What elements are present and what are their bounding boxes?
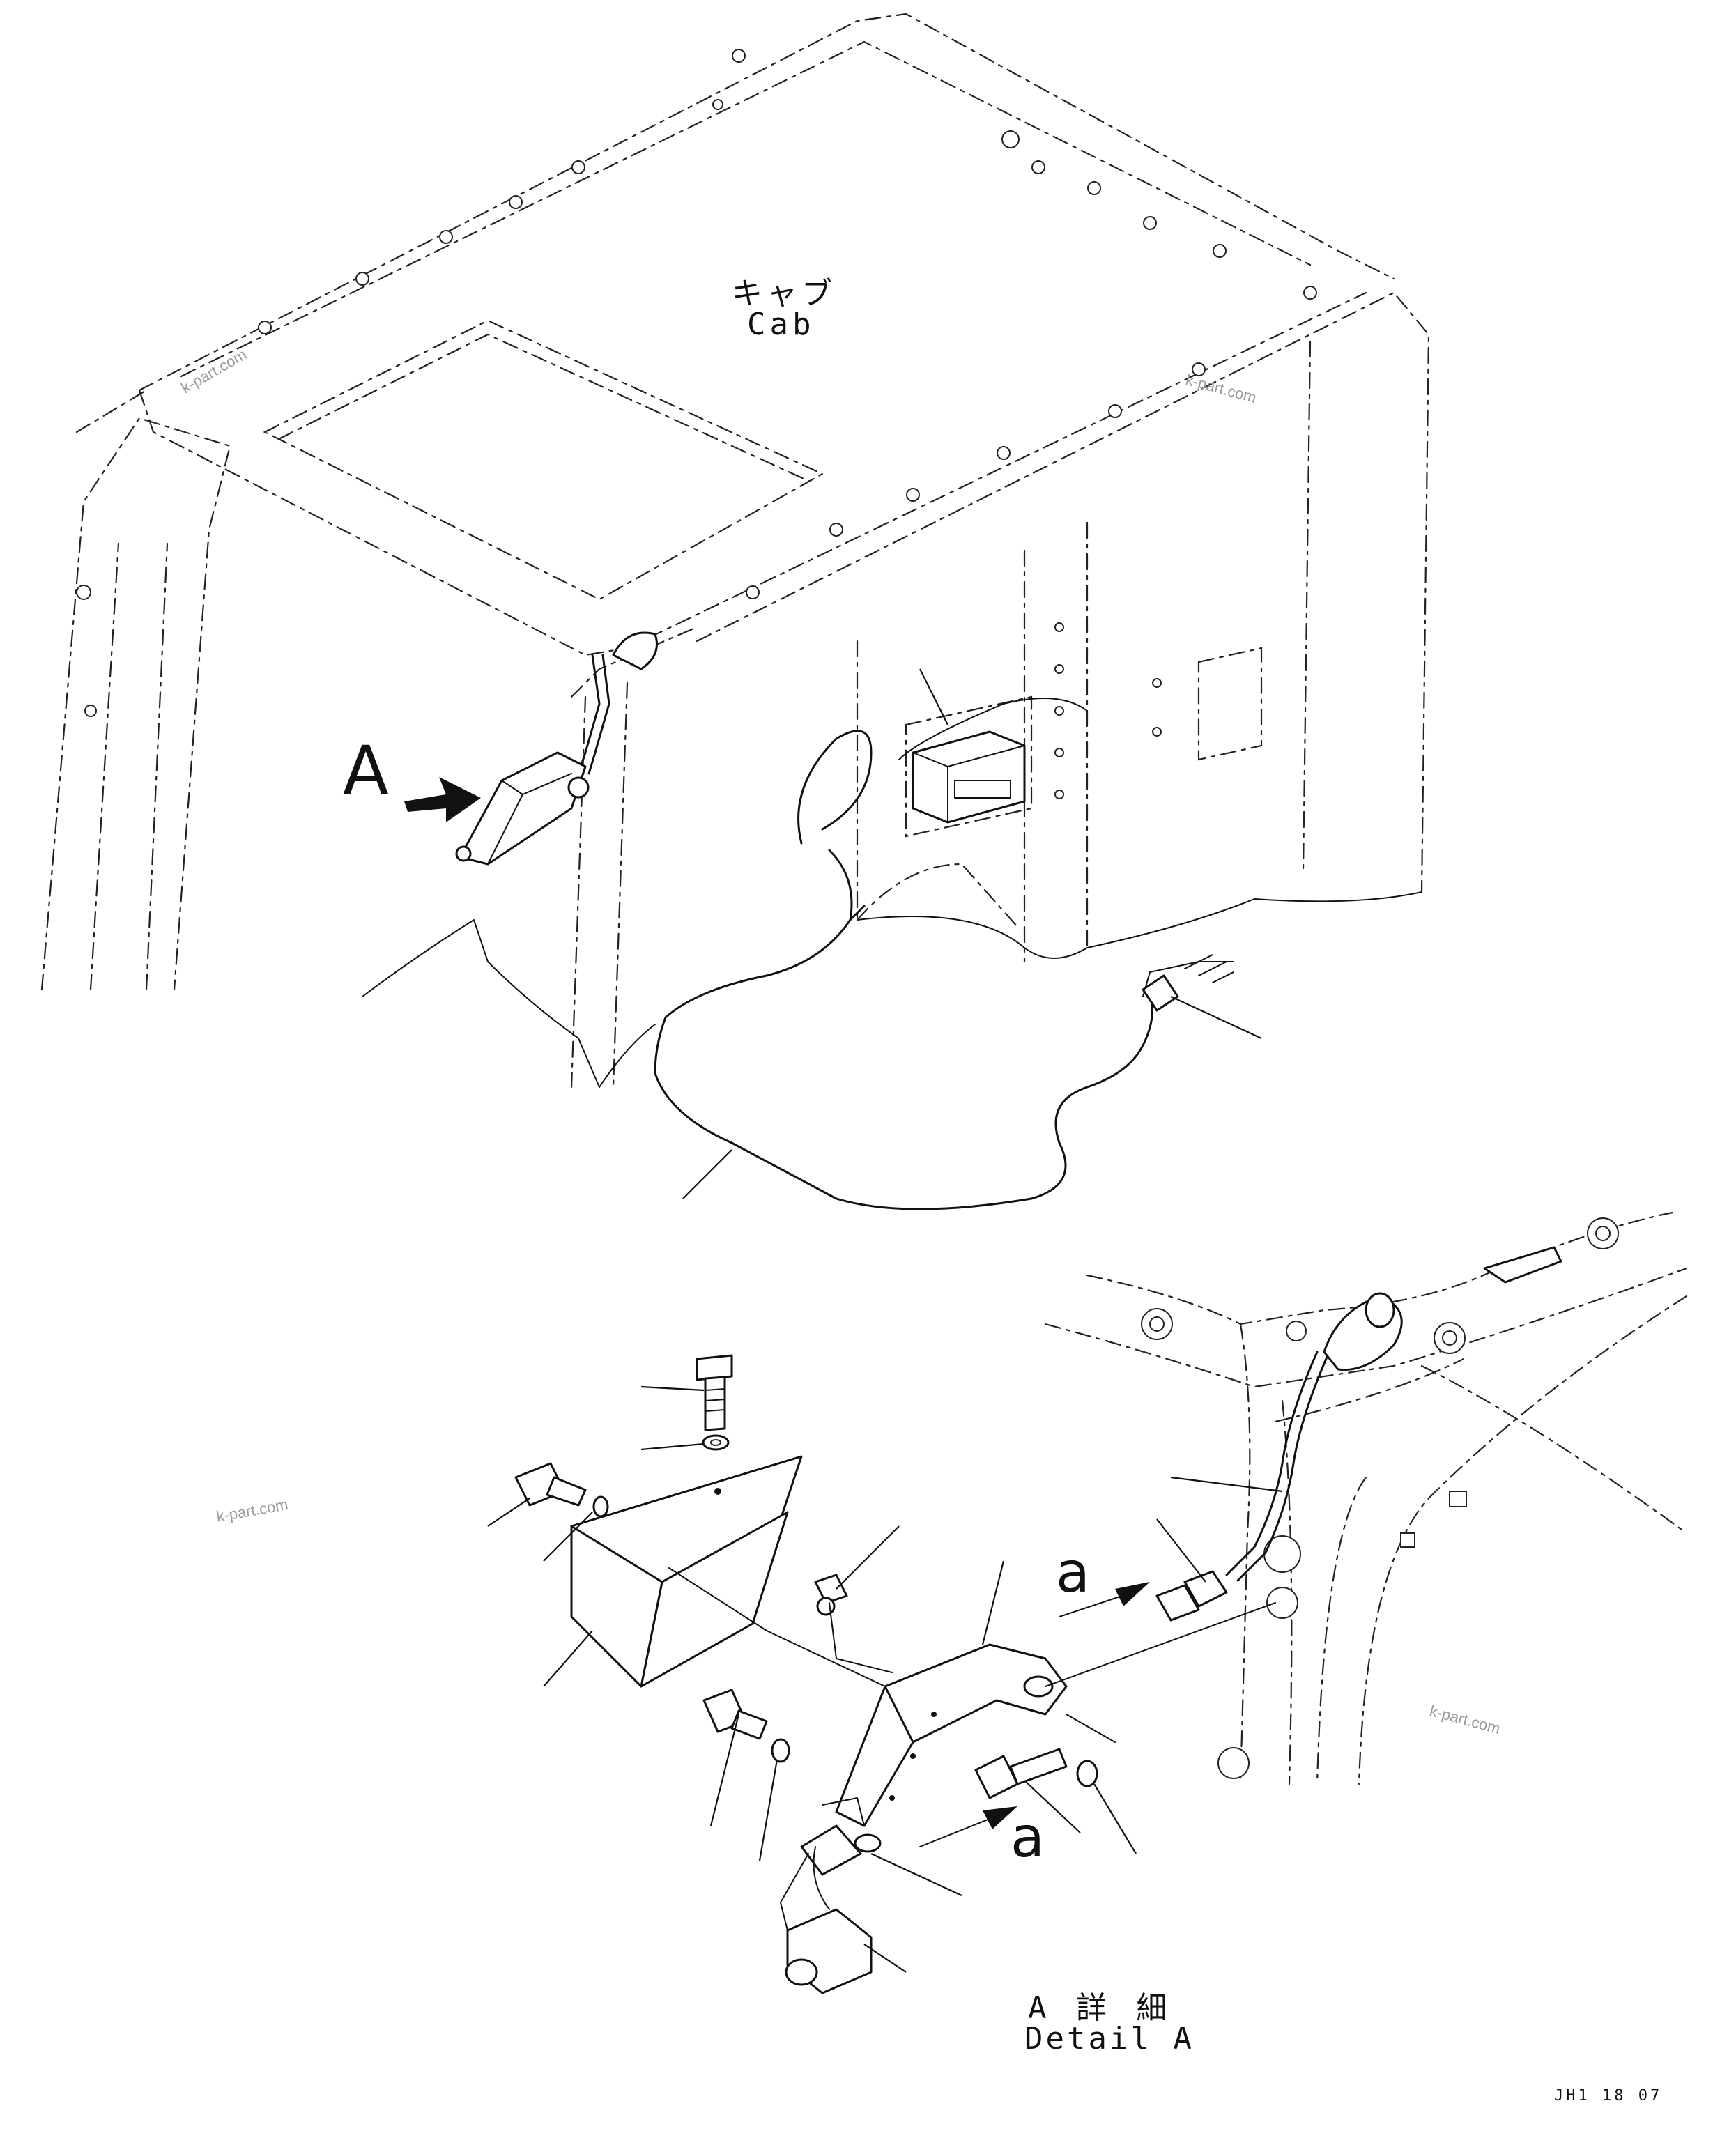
cab-leaders bbox=[682, 668, 1262, 1199]
washer-top bbox=[702, 1434, 730, 1451]
cab-harness-connector bbox=[612, 631, 1234, 1012]
bolt-center bbox=[702, 1689, 790, 1763]
cab-holes bbox=[76, 49, 1317, 799]
cab-harness-wire bbox=[577, 654, 1234, 1210]
sensor-small bbox=[814, 1574, 848, 1616]
ref-arrow-upper bbox=[1059, 1582, 1150, 1617]
reference-a-lower: a bbox=[1011, 1805, 1045, 1870]
mount-bracket bbox=[822, 1643, 1068, 1827]
controller-box bbox=[912, 730, 1026, 824]
detail-bosses bbox=[1141, 1217, 1619, 1779]
cab-cover-bracket bbox=[455, 751, 590, 866]
detail-label-japanese: A 詳 細 bbox=[1028, 1990, 1173, 2026]
cab-frame bbox=[40, 13, 1430, 1089]
bolt-top bbox=[696, 1354, 733, 1431]
assembly-lines bbox=[668, 1567, 1276, 1931]
ref-arrow-lower bbox=[919, 1806, 1017, 1847]
detail-leaders bbox=[487, 1385, 1283, 1973]
bolt-lower bbox=[974, 1748, 1098, 1799]
bolt-left bbox=[514, 1462, 609, 1518]
drawing-code: JH1 18 07 bbox=[1554, 2087, 1663, 2105]
cab-label-english: Cab bbox=[747, 307, 815, 342]
reference-a-upper: a bbox=[1056, 1540, 1091, 1605]
cover-plate bbox=[570, 1455, 803, 1688]
cab-label-japanese: キャブ bbox=[732, 276, 836, 312]
detail-label-english: Detail A bbox=[1024, 2021, 1195, 2056]
switch-connector bbox=[785, 1824, 882, 1994]
detail-harness bbox=[1155, 1292, 1403, 1622]
view-a-arrow bbox=[404, 777, 481, 822]
detail-frame bbox=[1044, 1211, 1688, 1785]
view-a-marker: A bbox=[343, 732, 389, 810]
